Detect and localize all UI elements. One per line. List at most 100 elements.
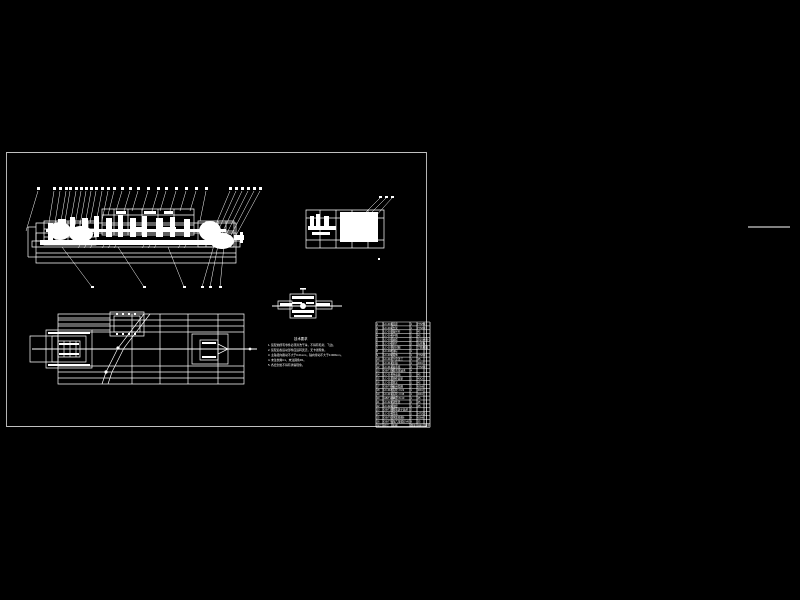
notes-line-4: 4. 未注倒角C1，未注圆角R1。 — [268, 358, 306, 362]
bom-cell: 17 — [377, 384, 380, 388]
bom-cell: LC-002 — [384, 326, 393, 330]
sheet-border — [7, 153, 427, 427]
bom-cell: GB/T70.1 — [384, 419, 396, 423]
bom-cell: 1 — [411, 396, 413, 400]
part-detail-view[interactable] — [272, 286, 342, 322]
bom-cell: 11 — [377, 361, 380, 365]
bom-cell: HT200 — [418, 365, 426, 369]
bom-cell: 16 — [377, 380, 380, 384]
plan-outline — [32, 314, 257, 384]
bom-cell: 9 — [377, 353, 379, 357]
bom-cell: 25 — [377, 415, 380, 419]
right-detail-leaders — [361, 197, 393, 219]
technical-notes[interactable]: 技术要求 1. 装配前所有零件必须清洗干净，不得有毛刺、飞边。 2. 装配后各运… — [266, 336, 376, 367]
bom-cell: 10 — [377, 357, 380, 361]
drawing-sheet[interactable] — [6, 152, 427, 427]
bom-cell: LC-021 — [384, 400, 393, 404]
main-section-view[interactable] — [18, 185, 278, 300]
bom-cell: 45 — [418, 404, 421, 408]
right-detail-mass — [308, 212, 378, 242]
section-hatching — [77, 241, 189, 249]
bom-cell: 2 — [411, 345, 413, 349]
bom-cell: 主轴 — [393, 361, 399, 365]
plan-left-chuck — [30, 330, 92, 368]
bom-cell: 垫片 — [393, 341, 399, 345]
bom-cell: 平键 8×40 — [393, 396, 405, 400]
bom-cell: 2 — [377, 326, 379, 330]
bom-cell: 内六角螺钉M6 — [393, 419, 410, 423]
bom-cell: 45 — [418, 380, 421, 384]
bom-cell: LC-006 — [384, 341, 393, 345]
notes-line-2: 2. 装配后各运动部件应运转灵活，无卡滞现象。 — [268, 348, 327, 352]
bom-cell: LC-009 — [384, 353, 393, 357]
bom-cell: 45 — [418, 330, 421, 334]
bom-cell: 1 — [411, 376, 413, 380]
bom-cell: 1 — [411, 353, 413, 357]
bom-cell: 4 — [411, 369, 413, 373]
bom-cell: 3 — [377, 330, 379, 334]
bom-cell: 隔套 — [393, 404, 399, 408]
bottom-leader-lines — [61, 244, 225, 288]
bom-cell: 2 — [411, 408, 413, 412]
bom-cell: 4 — [377, 334, 379, 338]
bom-cell: 1 — [411, 392, 413, 396]
bom-cell: GB/T297 — [384, 408, 395, 412]
bom-header-4: 材料 — [418, 423, 424, 427]
bom-cell: 丁腈橡胶 — [418, 345, 429, 349]
bom-cell: 8 — [411, 419, 413, 423]
bom-cell: 1 — [411, 412, 413, 416]
bom-cell: 22 — [377, 404, 380, 408]
bom-cell: 40Cr — [418, 388, 424, 392]
callout-markers — [37, 187, 262, 288]
bom-cell: 弹簧垫圈6 — [393, 415, 405, 419]
bom-cell: 40Cr — [418, 361, 424, 365]
bom-cell: LC-018 — [384, 388, 393, 392]
top-leader-lines — [25, 190, 207, 232]
bom-cell: 底座 — [393, 322, 399, 326]
bom-cell: 油标 — [393, 349, 399, 353]
bom-cell: 2 — [411, 337, 413, 341]
bom-cell: 45 — [418, 334, 421, 338]
bom-cell: HT250 — [418, 322, 426, 326]
bom-cell: 1 — [411, 361, 413, 365]
bom-cell: 45 — [418, 400, 421, 404]
bom-cell: GB/T1096 — [384, 396, 396, 400]
bom-cell: 齿轮 z=38 — [393, 392, 405, 396]
bom-cell: 21 — [377, 400, 380, 404]
bom-cell: 45 — [418, 396, 421, 400]
bom-cell: LC-003 — [384, 330, 393, 334]
bom-cell: LC-016 — [384, 380, 393, 384]
bom-cell: HT200 — [418, 353, 426, 357]
bom-cell: LC-010 — [384, 357, 393, 361]
bom-cell: 1 — [411, 373, 413, 377]
notes-line-3: 3. 主轴径向跳动不大于0.01mm，轴向窜动不大于0.008mm。 — [268, 353, 343, 357]
bom-cell: 调整垫 — [393, 400, 401, 404]
bom-cell: 5 — [377, 337, 379, 341]
bom-cell: LC-024 — [384, 412, 393, 416]
bom-cell: 1 — [411, 380, 413, 384]
bottom-plan-view[interactable] — [22, 308, 262, 390]
bom-cell: 端盖 — [393, 412, 399, 416]
bom-cell: LC-015 — [384, 376, 393, 380]
bom-cell: LC-001 — [384, 322, 393, 326]
notes-line-1: 1. 装配前所有零件必须清洗干净，不得有毛刺、飞边。 — [268, 343, 335, 347]
bom-cell: 19 — [377, 392, 380, 396]
part-detail-body — [272, 288, 342, 318]
bom-cell: 密封圈 — [393, 345, 401, 349]
bom-cell: 7 — [377, 345, 379, 349]
bom-cell: 箱体 — [393, 353, 399, 357]
bom-cell: 2 — [411, 384, 413, 388]
bom-cell: 3 — [411, 341, 413, 345]
bom-cell: 65Mn — [418, 384, 425, 388]
right-detail-view[interactable] — [300, 196, 400, 266]
bom-cell: 卡盘法兰 — [393, 357, 404, 361]
bom-cell: 1 — [411, 404, 413, 408]
bom-cell: HT200 — [418, 412, 426, 416]
bom-cell: 1 — [411, 330, 413, 334]
right-detail-callouts — [378, 196, 394, 260]
bom-cell: 8 — [411, 415, 413, 419]
bom-cell: 1 — [411, 388, 413, 392]
bom-cell: 1 — [411, 349, 413, 353]
